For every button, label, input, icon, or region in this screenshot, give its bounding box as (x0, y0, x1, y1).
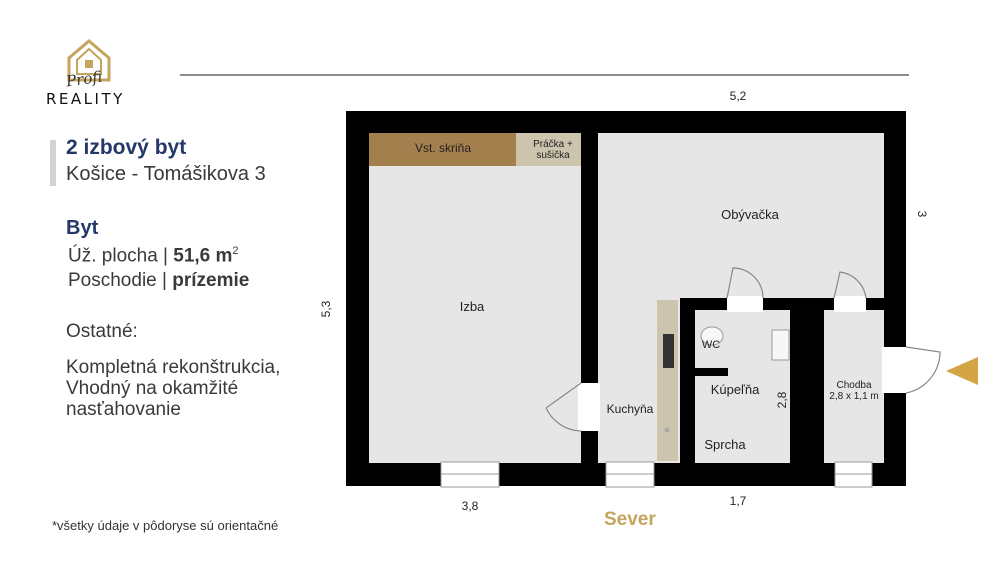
floor-plan: Vst. skriňa Práčka + sušička Obývačka Iz… (319, 89, 978, 513)
listing-address: Košice - Tomášikova 3 (66, 163, 266, 185)
sink-icon (664, 427, 670, 433)
disclaimer: *všetky údaje v pôdoryse sú orientačné (52, 518, 279, 533)
other-title: Ostatné: (66, 321, 138, 342)
area-unit-superscript: 2 (232, 245, 239, 257)
label-wardrobe: Vst. skriňa (415, 141, 471, 155)
other-line: Kompletná rekonštrukcia, (66, 357, 281, 378)
floor-value: prízemie (172, 270, 250, 291)
logo: Profi REALITY (40, 38, 140, 113)
other-line: Vhodný na okamžité (66, 378, 239, 399)
entrance-arrow-icon (946, 357, 978, 385)
wardrobe (369, 133, 516, 166)
washer-area (516, 133, 581, 166)
door (834, 296, 866, 312)
title-accent-bar (50, 140, 56, 186)
room-izba (369, 133, 581, 463)
area-value: 51,6 m (173, 245, 233, 267)
label-dryer: sušička (536, 150, 570, 161)
label-hallway-size: 2,8 x 1,1 m (829, 391, 878, 402)
label-living-room: Obývačka (721, 207, 780, 222)
floor-row: Poschodie | prízemie (68, 270, 249, 292)
dimension-bottom-right: 1,7 (730, 494, 747, 508)
room-chodba (824, 310, 884, 463)
other-line: nasťahovanie (66, 399, 181, 420)
kitchen-counter (657, 300, 678, 461)
other-description: Kompletná rekonštrukcia, Vhodný na okamž… (66, 357, 296, 420)
logo-wordmark: REALITY (46, 90, 125, 108)
dimension-right: 3 (915, 211, 929, 218)
label-washer: Práčka + (533, 139, 573, 150)
section-title: Byt (66, 217, 99, 239)
washbasin-icon (771, 329, 790, 361)
label-wc: WC (702, 339, 720, 351)
dimension-top: 5,2 (730, 89, 747, 103)
floor-label: Poschodie | (68, 270, 173, 291)
dimension-bottom-left: 3,8 (462, 499, 479, 513)
north-label: Sever (604, 509, 656, 530)
wc-partition (685, 368, 728, 376)
top-divider (180, 74, 909, 76)
door (727, 296, 763, 312)
door (578, 383, 600, 431)
stove (663, 334, 674, 368)
dimension-left: 5,3 (319, 300, 333, 317)
label-shower: Sprcha (704, 437, 746, 452)
label-hallway: Chodba (836, 380, 871, 391)
area-label: Úž. plocha | (68, 245, 174, 267)
dimension-inner: 2,8 (775, 391, 789, 408)
house-logo-icon (67, 39, 111, 82)
label-room: Izba (460, 299, 485, 314)
room-obyvacka (598, 133, 884, 298)
entrance-door (882, 347, 908, 393)
label-bathroom: Kúpeľňa (711, 382, 760, 397)
area-row: Úž. plocha | 51,6 m2 (68, 245, 239, 267)
logo-script: Profi (64, 67, 104, 91)
toilet-icon (700, 326, 724, 346)
listing-title: 2 izbový byt (66, 136, 187, 159)
label-kitchen: Kuchyňa (607, 402, 654, 416)
